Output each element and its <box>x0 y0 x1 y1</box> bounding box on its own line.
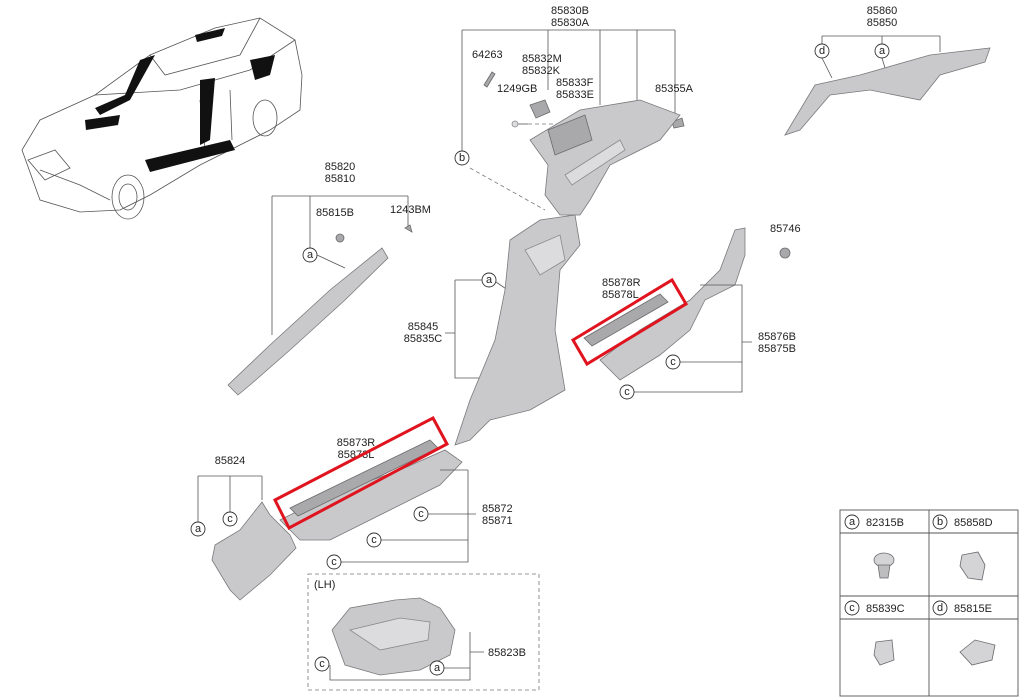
svg-text:c: c <box>227 513 233 525</box>
part-number-85875b: 85875B <box>758 343 796 355</box>
part-number-85746: 85746 <box>770 223 801 235</box>
svg-text:d: d <box>937 602 943 614</box>
legend-code-85858d: 85858D <box>954 517 993 529</box>
part-number-85878r: 85878R <box>602 277 641 289</box>
part-85832-handle <box>529 99 551 119</box>
part-number-85815b: 85815B <box>316 207 354 219</box>
callout-a-kick <box>190 521 206 537</box>
svg-text:b: b <box>459 152 465 164</box>
part-number-85820: 85820 <box>325 161 356 173</box>
part-85860-c-pillar-trim <box>784 47 991 136</box>
part-85878-scuff-strip-rear <box>583 293 669 347</box>
part-number-85833e: 85833E <box>556 89 594 101</box>
part-85746-grommet <box>779 247 791 259</box>
part-85820-a-pillar-trim <box>227 247 389 396</box>
svg-text:c: c <box>670 356 676 368</box>
label-85830: 85830B 85830A <box>551 5 590 29</box>
svg-text:a: a <box>307 249 314 261</box>
callout-c-right-2 <box>619 384 635 400</box>
part-number-85810: 85810 <box>325 173 356 185</box>
lh-inset-label: (LH) <box>314 579 335 591</box>
legend-code-85839c: 85839C <box>866 603 905 615</box>
svg-text:b: b <box>937 516 943 528</box>
clip-85858d-icon <box>959 551 986 581</box>
clip-85839c-icon <box>873 639 895 666</box>
callout-a-center <box>481 272 497 288</box>
part-85876-rear-quarter-trim <box>599 227 746 381</box>
callout-c-sill-1 <box>413 506 429 522</box>
part-number-1243bm: 1243BM <box>390 204 431 216</box>
part-number-85850: 85850 <box>867 17 898 29</box>
fastener-legend-table: a 82315B b 85858D c 85839C d <box>839 509 1019 697</box>
car-overview-illustration <box>21 17 303 220</box>
part-85815b-clip <box>335 233 345 243</box>
clip-82315b-icon <box>873 552 895 579</box>
legend-code-82315b: 82315B <box>866 517 904 529</box>
svg-text:c: c <box>331 556 337 568</box>
part-number-85871: 85871 <box>482 515 513 527</box>
svg-text:c: c <box>418 508 424 520</box>
legend-cell-c: c 85839C <box>844 600 905 666</box>
callout-c-lh <box>314 656 330 672</box>
callout-c-right-1 <box>665 354 681 370</box>
part-number-85832k: 85832K <box>522 65 561 77</box>
svg-text:a: a <box>486 274 493 286</box>
part-number-85835c: 85835C <box>404 333 443 345</box>
svg-text:d: d <box>819 45 825 57</box>
svg-text:c: c <box>849 602 855 614</box>
svg-text:a: a <box>849 516 856 528</box>
part-1243bm-screw <box>404 224 413 233</box>
part-number-1249gb: 1249GB <box>497 83 537 95</box>
part-number-85824: 85824 <box>215 455 246 467</box>
callout-c-sill-3 <box>326 554 342 570</box>
highlight-85878 <box>570 277 689 367</box>
svg-text:c: c <box>624 386 630 398</box>
part-number-85878l: 85878L <box>602 289 639 301</box>
part-number-85830a: 85830A <box>551 17 590 29</box>
part-85872-front-sill-trim <box>279 449 463 541</box>
callout-b-upper <box>454 150 470 166</box>
part-85833-bracket <box>547 114 593 156</box>
svg-text:a: a <box>879 45 886 57</box>
svg-text:a: a <box>434 662 441 674</box>
part-85845-b-pillar-lower-trim <box>454 214 581 446</box>
callout-c-sill-2 <box>366 532 382 548</box>
part-number-85833f: 85833F <box>556 77 594 89</box>
lh-inset-box <box>307 573 540 691</box>
part-number-85832m: 85832M <box>522 53 562 65</box>
part-1249gb-screw <box>511 120 519 128</box>
part-number-85355a: 85355A <box>655 83 694 95</box>
legend-cell-d: d 85815E <box>932 600 996 666</box>
svg-text:a: a <box>195 523 202 535</box>
callout-a-lh <box>429 660 445 676</box>
part-number-64263: 64263 <box>472 49 503 61</box>
part-number-85830b: 85830B <box>551 5 589 17</box>
part-85355a-cap <box>671 117 685 129</box>
part-85824-kick-panel <box>211 501 297 601</box>
legend-cell-a: a 82315B <box>844 514 904 579</box>
part-number-85860: 85860 <box>867 5 898 17</box>
legend-code-85815e: 85815E <box>954 603 992 615</box>
part-number-85823b: 85823B <box>488 647 526 659</box>
highlight-85873 <box>272 415 450 531</box>
part-64263-clip <box>483 71 496 88</box>
legend-cell-b: b 85858D <box>932 514 993 581</box>
part-number-85845: 85845 <box>408 321 439 333</box>
svg-text:c: c <box>319 658 325 670</box>
part-number-85873r: 85873R <box>337 437 376 449</box>
part-number-85876b: 85876B <box>758 331 796 343</box>
clip-85815e-icon <box>959 639 996 666</box>
part-number-85872: 85872 <box>482 503 513 515</box>
svg-text:c: c <box>371 534 377 546</box>
callout-c-kick <box>222 511 238 527</box>
